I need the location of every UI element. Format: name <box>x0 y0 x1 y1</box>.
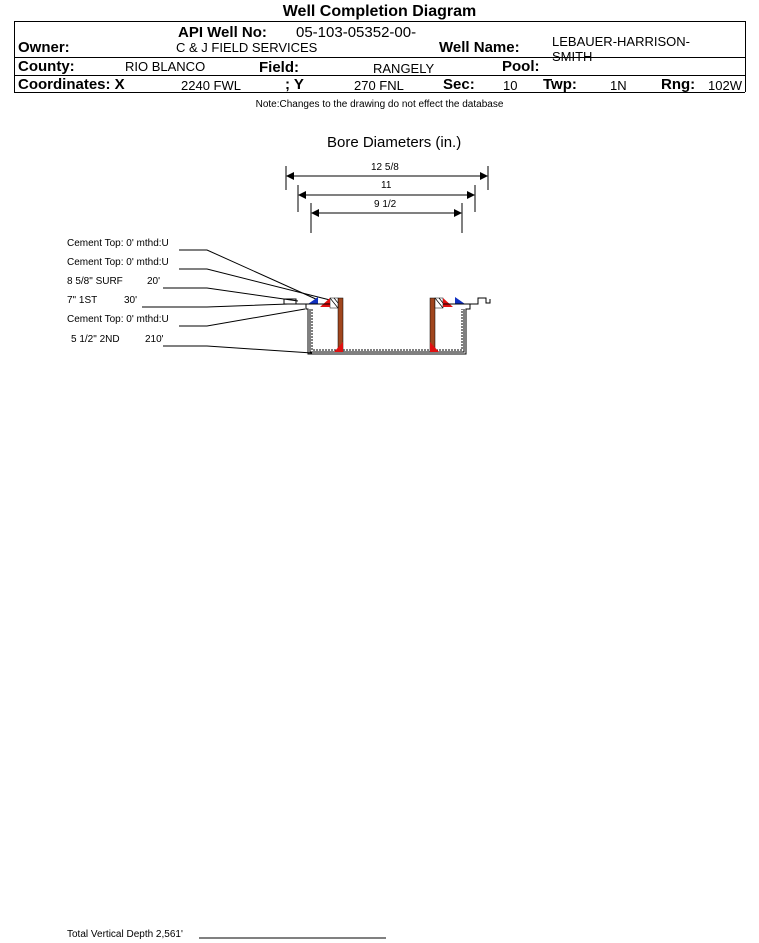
bore-dimension-lines <box>285 166 489 233</box>
callout-cement-top: Cement Top: 0' mthd:U <box>67 238 169 249</box>
hatch-right <box>434 297 444 309</box>
pool-label: Pool: <box>502 58 540 75</box>
cement-shoe-right <box>430 342 439 352</box>
inner-casing-outline <box>309 309 465 353</box>
leader-line <box>163 287 299 302</box>
page-title: Well Completion Diagram <box>282 3 477 20</box>
header-row-border <box>14 57 745 58</box>
field-value: RANGELY <box>373 61 435 76</box>
callout-casing-depth: 20' <box>147 276 161 287</box>
rng-label: Rng: <box>661 76 696 93</box>
header-top-border <box>14 21 745 22</box>
wellbore <box>283 297 491 355</box>
sec-label: Sec: <box>443 76 475 93</box>
county-value: RIO BLANCO <box>125 59 206 74</box>
twp-label: Twp: <box>543 76 577 93</box>
field-label: Field: <box>259 59 299 76</box>
callout-cement-top: Cement Top: 0' mthd:U <box>67 314 169 325</box>
header-left-border <box>14 21 15 92</box>
rng-value: 102W <box>708 78 742 93</box>
coord-x-value: 2240 FWL <box>181 78 241 93</box>
hatch-left <box>329 297 339 309</box>
cement-top-blue-right <box>455 297 465 304</box>
leader-line <box>179 249 319 301</box>
database-note: Note:Changes to the drawing do not effec… <box>255 99 504 110</box>
hole-outline <box>283 297 491 355</box>
well-name-value: LEBAUER-HARRISON-SMITH <box>552 34 690 64</box>
bore-diameter-label: 9 1/2 <box>374 199 397 210</box>
callout-casing-depth: 30' <box>124 295 138 306</box>
leader-line <box>179 308 306 327</box>
header-row-border <box>14 75 745 76</box>
bore-diameters-title: Bore Diameters (in.) <box>327 134 462 151</box>
api-value: 05-103-05352-00- <box>296 24 417 41</box>
cement-shoe-left <box>334 342 343 352</box>
callout-leaders <box>142 249 331 354</box>
leader-line <box>179 268 331 301</box>
leader-line <box>142 303 289 308</box>
callout-cement-top: Cement Top: 0' mthd:U <box>67 257 169 268</box>
twp-value: 1N <box>610 78 627 93</box>
cement-top-blue-left <box>308 297 318 304</box>
bore-diameter-label: 12 5/8 <box>371 162 399 173</box>
coordinates-label: Coordinates: X <box>18 76 125 93</box>
owner-label: Owner: <box>18 39 70 56</box>
callout-casing-surf: 8 5/8" SURF <box>67 276 123 287</box>
coord-y-value: 270 FNL <box>354 78 404 93</box>
cement-top-right <box>443 298 453 307</box>
callout-casing-depth: 210' <box>145 334 164 345</box>
header-right-border <box>745 21 746 92</box>
bore-diameter-label: 11 <box>381 180 392 191</box>
owner-value: C & J FIELD SERVICES <box>176 40 318 55</box>
coord-y-label: ; Y <box>285 76 304 93</box>
leader-line <box>163 345 313 354</box>
callout-casing-1st: 7" 1ST <box>67 295 98 306</box>
county-label: County: <box>18 58 75 75</box>
sec-value: 10 <box>503 78 518 93</box>
cement-top-left <box>320 298 330 307</box>
inner-casing-outline <box>311 309 463 351</box>
total-vertical-depth: Total Vertical Depth 2,561' <box>67 929 183 940</box>
header-bottom-border <box>14 92 745 93</box>
well-name-label: Well Name: <box>439 39 520 56</box>
callout-casing-2nd: 5 1/2" 2ND <box>71 334 120 345</box>
api-label: API Well No: <box>178 24 267 41</box>
